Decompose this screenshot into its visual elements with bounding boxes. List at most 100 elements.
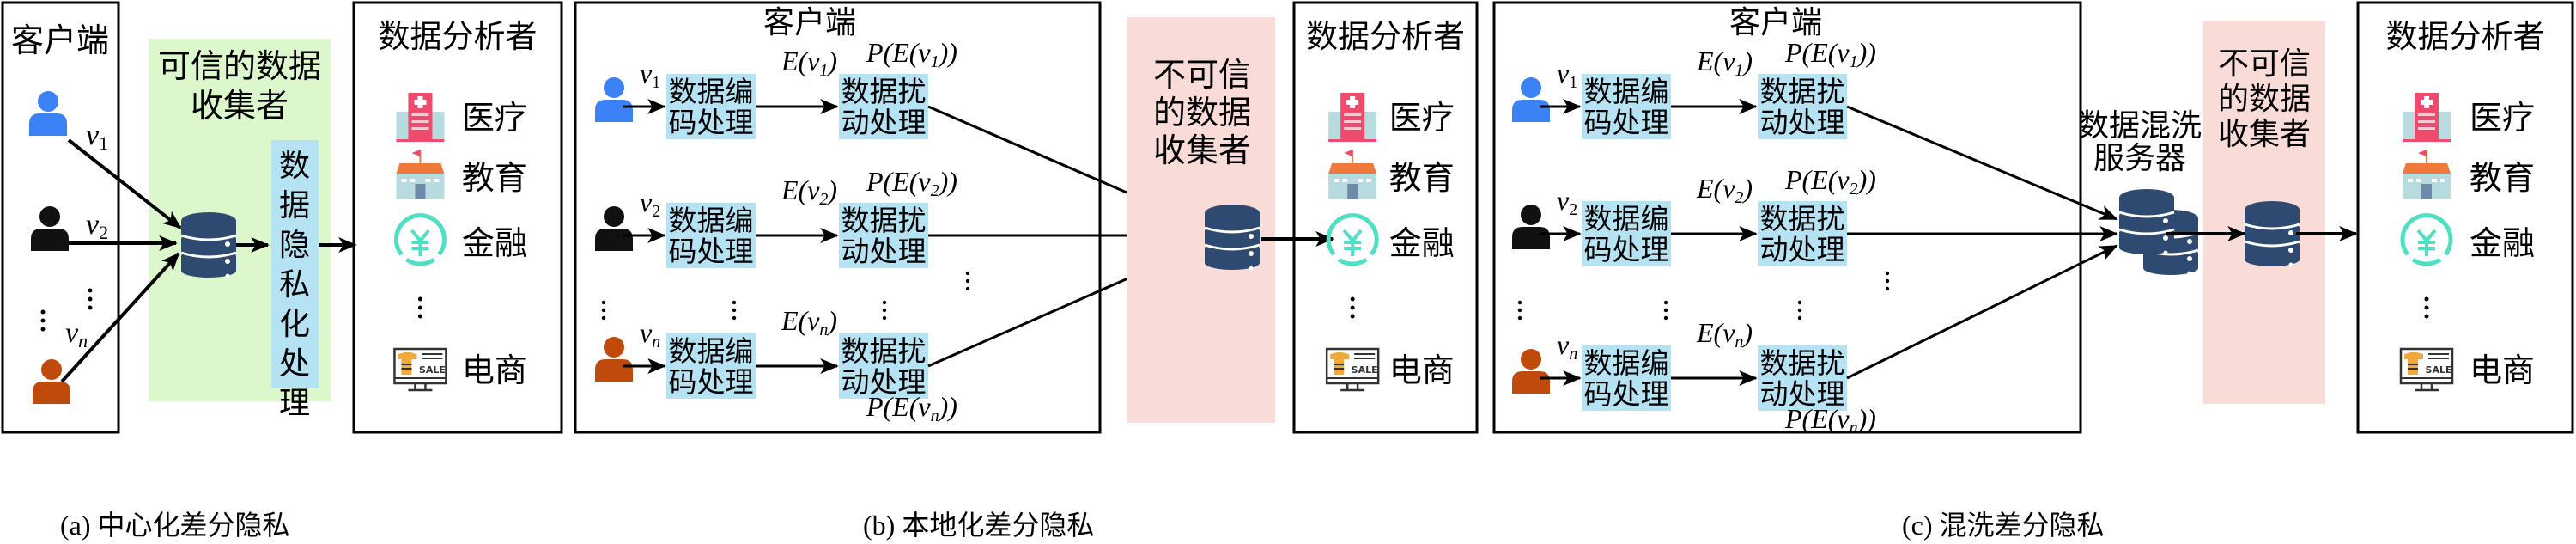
user-label: v1	[1557, 58, 1577, 92]
ecommerce-icon	[393, 347, 447, 392]
analyst-item-label: 教育	[1389, 159, 1455, 197]
analyst-title: 数据分析者	[1306, 18, 1465, 55]
caption-a: (a) 中心化差分隐私	[60, 510, 290, 541]
perturb-process-box	[839, 203, 928, 268]
analyst-item-label: 电商	[1389, 351, 1455, 389]
encode-label-line2: 码处理	[1584, 377, 1669, 411]
perturb-label-line1: 数据扰	[841, 334, 927, 368]
client-box-b	[574, 1, 1102, 434]
analyst-item-label: 教育	[462, 159, 527, 197]
encode-process-box	[1582, 345, 1671, 411]
analyst-item-label: 电商	[462, 351, 527, 389]
perturb-label-line2: 动处理	[1760, 106, 1845, 139]
encode-process-box	[1582, 201, 1671, 266]
school-icon	[1327, 149, 1378, 200]
encoded-value-label: E(vn)	[781, 305, 837, 339]
caption-c: (c) 混洗差分隐私	[1902, 510, 2105, 541]
vertical-ellipsis	[2424, 296, 2429, 319]
analyst-item-label: 医疗	[2470, 99, 2535, 137]
encode-label-line1: 数据编	[1584, 75, 1669, 108]
client-title-b: 客户端	[763, 5, 856, 40]
user-blue-icon	[1512, 77, 1550, 122]
finance-yen-icon	[2403, 216, 2451, 264]
encode-label-line2: 码处理	[669, 235, 754, 268]
vertical-ellipsis	[40, 288, 93, 332]
arrow-perturb-to-collector	[1846, 244, 2118, 380]
shuffler-label-1: 数据混洗	[2078, 108, 2202, 144]
perturbed-value-label: P(E(v2))	[1784, 164, 1876, 199]
perturb-label-line2: 动处理	[1760, 377, 1845, 411]
perturbed-value-label: P(E(v2))	[866, 166, 957, 200]
analyst-item-label: 金融	[462, 224, 527, 262]
perturb-label-line1: 数据扰	[1760, 75, 1845, 108]
privacy-process-label: 数据隐私化处理	[279, 149, 310, 421]
user-label-a-n: vn	[65, 317, 88, 351]
encode-process-box	[666, 74, 756, 139]
vertical-ellipsis	[601, 271, 970, 321]
panel-a-centralized-dp: 客户端 可信的数据 收集者 数据隐私化处理 v1 v2 vn 数据分析者医疗教育…	[1, 1, 563, 541]
encode-label-line1: 数据编	[669, 75, 754, 108]
encode-process-box	[666, 333, 756, 399]
school-icon	[2402, 149, 2451, 200]
client-box-c	[1492, 1, 2082, 434]
perturb-label-line2: 动处理	[1760, 233, 1845, 266]
analyst-item-label: 电商	[2470, 351, 2535, 389]
ecommerce-icon	[2399, 347, 2454, 392]
client-title-a: 客户端	[11, 21, 109, 59]
perturbed-value-label: P(E(v1))	[1784, 37, 1876, 71]
encoded-value-label: E(v1)	[781, 46, 837, 80]
untrusted-collector-label-b-3: 收集者	[1153, 131, 1251, 169]
trusted-collector-label-2: 收集者	[191, 87, 289, 125]
hospital-icon	[396, 93, 445, 142]
analyst-item-label: 金融	[2470, 224, 2535, 262]
encoded-value-label: E(vn)	[1696, 317, 1753, 351]
database-icon	[1203, 203, 1261, 272]
user-label-a-1: v1	[86, 119, 108, 154]
perturb-label-line1: 数据扰	[841, 75, 927, 108]
arrow-v1-to-collector	[67, 138, 182, 229]
user-label: v2	[1557, 185, 1577, 219]
perturb-process-box	[839, 74, 928, 139]
perturb-label-line2: 动处理	[841, 365, 927, 399]
user-label-a-2: v2	[86, 209, 108, 243]
client-box-a	[1, 1, 120, 434]
analyst-title: 数据分析者	[2386, 18, 2545, 55]
privacy-process-box	[271, 140, 319, 388]
user-label: vn	[1557, 329, 1577, 364]
vertical-ellipsis	[1350, 296, 1355, 319]
encoded-value-label: E(v2)	[1696, 173, 1753, 207]
user-label: v1	[640, 58, 660, 92]
perturb-label-line2: 动处理	[841, 106, 927, 139]
encode-process-box	[666, 203, 756, 268]
untrusted-collector-label-b-2: 的数据	[1153, 94, 1251, 131]
encode-process-box	[1582, 74, 1671, 139]
shuffler-label-2: 服务器	[2093, 141, 2186, 176]
encoded-value-label: E(v2)	[781, 174, 837, 209]
finance-yen-icon	[1328, 216, 1376, 264]
arrow-vn-to-collector	[60, 252, 180, 383]
user-black-icon	[1512, 205, 1550, 249]
perturb-process-box	[1758, 74, 1847, 139]
hospital-icon	[2403, 93, 2451, 142]
perturb-process-box	[1758, 345, 1847, 411]
encode-label-line2: 码处理	[1584, 233, 1669, 266]
perturb-label-line1: 数据扰	[841, 204, 927, 237]
finance-yen-icon	[396, 216, 444, 264]
encode-label-line1: 数据编	[669, 204, 754, 237]
analyst-frame	[352, 1, 563, 434]
encode-label-line1: 数据编	[1584, 346, 1669, 380]
user-orange-icon	[33, 359, 70, 404]
vertical-ellipsis	[417, 296, 422, 319]
analyst-frame	[2356, 1, 2574, 434]
user-orange-icon	[1512, 349, 1550, 394]
perturbed-value-label: P(E(vn))	[866, 391, 957, 425]
